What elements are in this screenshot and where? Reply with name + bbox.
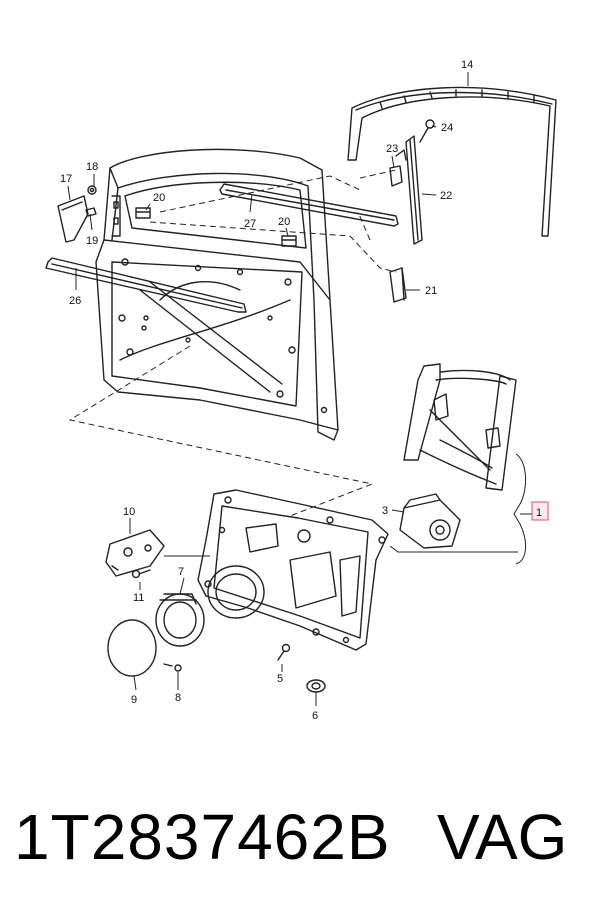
callout-26: 26 [69,295,81,307]
callout-24: 24 [441,122,453,134]
assembly-lines [68,169,397,517]
callout-6: 6 [312,710,318,722]
callout-7: 7 [178,566,184,578]
clip-nut [87,185,97,195]
callouts: 1 3 5 6 7 8 9 10 11 14 17 18 19 20 20 21… [60,59,542,722]
door-parts-diagram: 1 3 5 6 7 8 9 10 11 14 17 18 19 20 20 21… [45,59,557,722]
callout-5: 5 [277,673,283,685]
window-regulator [403,363,517,491]
mirror-trim [57,195,89,243]
retainer-clip-lower [281,235,297,247]
speaker-screw [163,663,182,672]
grommet [306,679,326,693]
part-number: 1T2837462B [14,801,391,873]
leader-lines [67,72,532,706]
callout-9: 9 [131,694,137,706]
callout-3: 3 [382,505,388,517]
door-module-panel [197,489,389,651]
callout-21: 21 [425,285,437,297]
callout-8: 8 [175,692,181,704]
speaker-cover [107,619,157,677]
callout-23: 23 [386,143,398,155]
lock-bracket [105,529,165,577]
seal-strip-outer [45,257,247,313]
panel-screw [277,643,291,661]
seal-strip-inner [219,183,399,227]
callout-27: 27 [244,218,256,230]
callout-19: 19 [86,235,98,247]
callout-14: 14 [461,59,473,71]
bracket-screw [131,569,151,579]
callout-1: 1 [536,507,542,519]
callout-20a: 20 [153,192,165,204]
retainer-clip-upper [135,207,151,219]
callout-20b: 20 [278,216,290,228]
window-guide-arch [347,86,557,237]
window-motor [399,493,461,549]
callout-18: 18 [86,161,98,173]
callout-1-highlight [531,501,549,521]
clip-small [85,207,97,217]
callout-10: 10 [123,506,135,518]
callout-22: 22 [440,190,452,202]
screw-small [419,119,435,143]
end-cap [389,267,407,303]
guide-rail [405,135,423,245]
door-shell [95,148,339,441]
callout-17: 17 [60,173,72,185]
callout-11: 11 [133,592,144,604]
speaker-ring [155,593,205,647]
clip-bracket [389,149,407,187]
brand-label: VAG [437,801,568,873]
